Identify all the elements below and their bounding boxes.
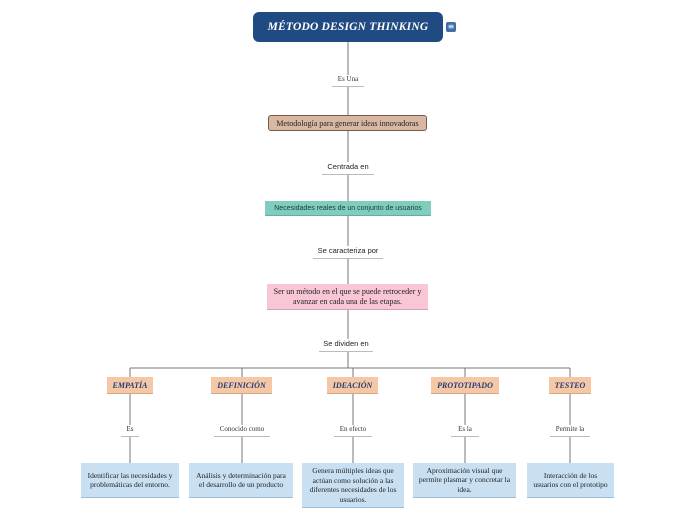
node-metodologia[interactable]: Metodología para generar ideas innovador… xyxy=(268,115,427,131)
stage-link-label: En efecto xyxy=(334,425,372,437)
stage-link-label: Permite la xyxy=(550,425,590,437)
stage-description[interactable]: Genera múltiples ideas que actúan como s… xyxy=(302,463,404,508)
stage-empatia[interactable]: EMPATÍA xyxy=(107,377,153,394)
link-label-se-dividen-en: Se dividen en xyxy=(319,339,373,352)
stage-description[interactable]: Interacción de los usuarios con el proto… xyxy=(527,463,614,498)
stage-description[interactable]: Análisis y determinación para el desarro… xyxy=(189,463,293,498)
node-necesidades[interactable]: Necesidades reales de un conjunto de usu… xyxy=(265,201,431,216)
stage-description[interactable]: Aproximación visual que permite plasmar … xyxy=(413,463,516,498)
stage-definicion[interactable]: DEFINICIÓN xyxy=(211,377,272,394)
stage-ideacion[interactable]: IDEACIÓN xyxy=(327,377,378,394)
stage-link-label: Es xyxy=(121,425,139,437)
stage-testeo[interactable]: TESTEO xyxy=(549,377,591,394)
stage-link-label: Conocido como xyxy=(214,425,270,437)
link-label-es-una: Es Una xyxy=(332,75,364,87)
link-label-centrada-en: Centrada en xyxy=(322,162,374,175)
link-label-se-caracteriza-por: Se caracteriza por xyxy=(313,246,383,259)
stage-prototipado[interactable]: PROTOTIPADO xyxy=(431,377,499,394)
main-topic-title[interactable]: MÉTODO DESIGN THINKING xyxy=(253,12,443,42)
menu-icon[interactable]: ≡ xyxy=(446,22,456,32)
stage-link-label: Es la xyxy=(451,425,479,437)
stage-description[interactable]: Identificar las necesidades y problemáti… xyxy=(81,463,179,498)
node-metodo[interactable]: Ser un método en el que se puede retroce… xyxy=(267,284,428,310)
